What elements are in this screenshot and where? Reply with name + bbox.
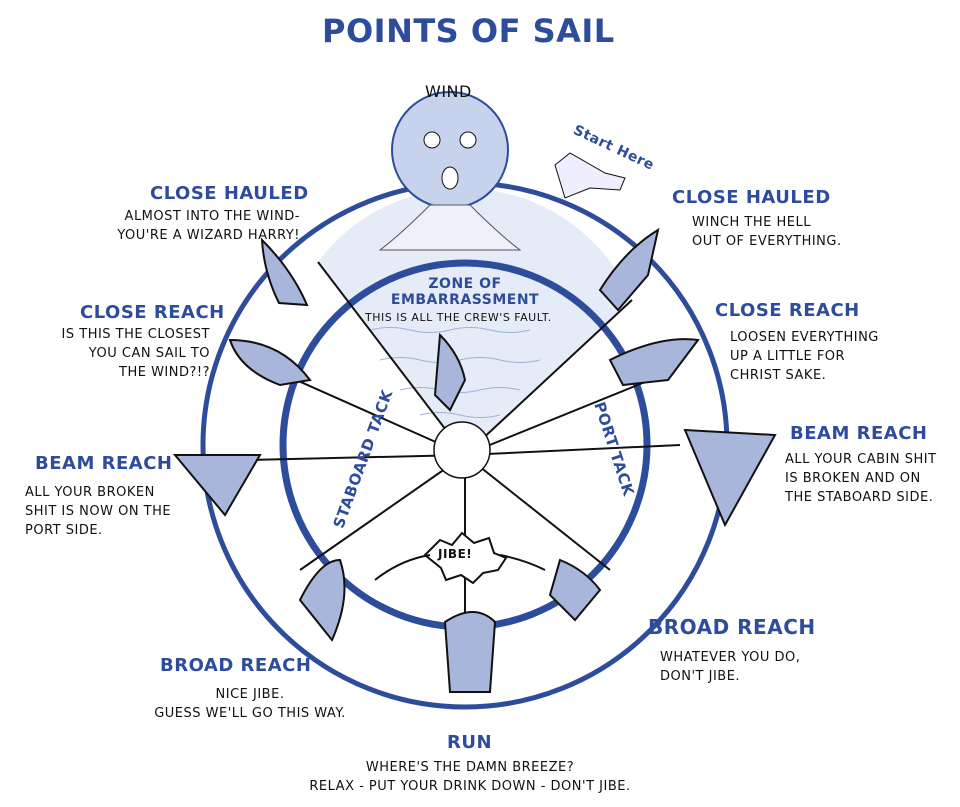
- note-line: You're a wizard Harry!: [117, 228, 300, 243]
- page-title: Points of Sail: [322, 12, 615, 50]
- left-beam-reach-note: All your broken shit is now on the port si…: [25, 483, 171, 540]
- note-line: Nice jibe.: [215, 687, 285, 702]
- note-line: port side.: [25, 523, 103, 538]
- boat-icon: [433, 332, 467, 412]
- boat-icon: [228, 338, 312, 387]
- left-close-hauled-note: Almost into the wind- You're a wizard Har…: [50, 207, 300, 245]
- right-close-hauled-heading: Close Hauled: [672, 187, 831, 208]
- left-close-hauled-heading: Close Hauled: [150, 183, 309, 204]
- note-line: the staboard side.: [785, 490, 934, 505]
- left-broad-reach-note: Nice jibe. Guess we'll go this way.: [130, 685, 370, 723]
- run-note: Where's the damn breeze? Relax - put your…: [260, 758, 680, 796]
- note-line: All your broken: [25, 485, 155, 500]
- boat-icon: [172, 454, 262, 517]
- boat-icon: [608, 338, 700, 387]
- note-line: out of everything.: [692, 234, 842, 249]
- right-close-reach-note: Loosen everything up a little forChrist s…: [730, 328, 879, 385]
- note-line: shit is now on the: [25, 504, 172, 519]
- jibe-arrow-left: [374, 554, 431, 581]
- left-broad-reach-heading: Broad Reach: [160, 655, 312, 676]
- note-line: you can sail to: [88, 346, 210, 361]
- zone-note: This is all the crew's fault.: [365, 311, 552, 324]
- jibe-burst: [423, 531, 508, 585]
- note-line: the wind?!?: [119, 365, 210, 380]
- boats: [172, 227, 777, 693]
- zone-title-line: Zone of: [428, 276, 502, 292]
- note-line: Almost into the wind-: [124, 209, 300, 224]
- note-line: is broken and on: [785, 471, 921, 486]
- jibe-label: Jibe!: [438, 547, 473, 561]
- zone-title-line: Embarrassment: [390, 292, 540, 308]
- right-beam-reach-heading: Beam Reach: [790, 423, 928, 444]
- wind-label: Wind: [425, 82, 472, 101]
- left-close-reach-note: Is this the closest you can sail to the wi…: [40, 325, 210, 382]
- boat-icon: [683, 428, 777, 528]
- note-line: Guess we'll go this way.: [154, 706, 346, 721]
- note-line: Winch the hell: [692, 215, 811, 230]
- wind-face-icon: [378, 91, 522, 251]
- note-line: Loosen everything: [730, 330, 879, 345]
- compass-hub: [433, 421, 491, 479]
- note-line: up a little for: [730, 349, 846, 364]
- boat-icon: [598, 227, 660, 312]
- jibe-arrow-right: [499, 554, 546, 571]
- zone-title: Zone ofEmbarrassment: [385, 276, 545, 308]
- note-line: All your cabin shit: [785, 452, 937, 467]
- note-line: Where's the damn breeze?: [365, 760, 575, 775]
- note-line: Christ sake.: [730, 368, 827, 383]
- left-close-reach-heading: Close Reach: [80, 302, 225, 323]
- note-line: Relax - put your drink down - don't jibe…: [309, 779, 631, 794]
- note-line: Whatever you do,: [660, 650, 801, 665]
- start-here-hand-icon: [554, 152, 626, 199]
- boat-icon: [548, 558, 602, 622]
- run-heading: Run: [447, 732, 493, 753]
- boat-icon: [260, 237, 309, 307]
- water-waves: [369, 327, 541, 418]
- boat-icon: [298, 558, 346, 642]
- note-line: don't jibe.: [660, 669, 741, 684]
- zone-of-embarrassment-wedge: [318, 188, 632, 456]
- right-broad-reach-heading: Broad Reach: [648, 615, 816, 639]
- right-broad-reach-note: Whatever you do, don't jibe.: [660, 648, 800, 686]
- right-close-hauled-note: Winch the hell out of everything.: [692, 213, 842, 251]
- boat-icon: [443, 611, 497, 693]
- left-beam-reach-heading: Beam Reach: [35, 453, 173, 474]
- right-beam-reach-note: All your cabin shit is broken and on the s…: [785, 450, 937, 507]
- note-line: Is this the closest: [61, 327, 210, 342]
- right-close-reach-heading: Close Reach: [715, 300, 860, 321]
